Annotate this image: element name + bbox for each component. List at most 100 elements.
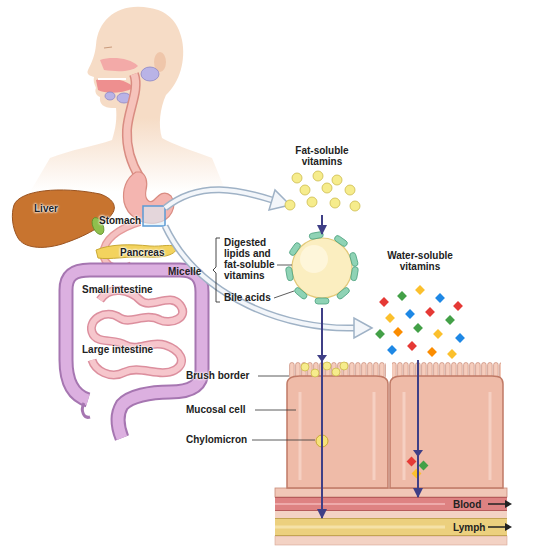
tissue-layer — [275, 488, 507, 545]
absorbed-vitamin — [311, 369, 319, 377]
zoom-arrow — [165, 190, 272, 208]
vitamin-dot — [332, 175, 342, 185]
absorbed-vitamin — [419, 461, 429, 471]
large-intestine — [66, 270, 202, 438]
absorbed-vitamin — [340, 362, 348, 370]
esophagus — [127, 74, 140, 178]
vitamin-dot — [300, 185, 310, 195]
human-body — [104, 47, 112, 48]
zoom-square — [143, 206, 165, 226]
mucosal-cell-shape — [300, 392, 490, 480]
vitamin-cluster: Water-soluble vitamins — [368, 248, 472, 360]
flow-arrow — [505, 523, 512, 531]
vitamin-diamond — [375, 329, 385, 339]
vitamin-diamond — [379, 297, 389, 307]
esophagus — [127, 74, 140, 178]
vitamin-diamond — [433, 329, 443, 339]
vitamin-diamond — [435, 293, 445, 303]
pancreas-organ — [96, 245, 177, 259]
vitamin-diamond — [427, 347, 437, 357]
large-intestine — [66, 270, 202, 438]
bile-acid — [349, 252, 358, 267]
absorbed-vitamin — [301, 362, 428, 478]
leader-line — [274, 265, 294, 298]
flow-connector — [417, 360, 419, 497]
vitamin-diamond — [455, 333, 465, 343]
zoom-arrow — [165, 190, 272, 208]
mucosal-cell-shape — [287, 362, 503, 488]
vitamin-dot — [307, 197, 317, 207]
absorbed-vitamin — [323, 362, 331, 370]
bile-acid — [309, 231, 324, 239]
structure-label: Mucosal cell — [186, 404, 245, 415]
zoom-square — [143, 206, 165, 226]
vitamin-diamond — [407, 341, 417, 351]
vitamin-dot — [313, 171, 323, 181]
pancreas-organ — [96, 245, 177, 259]
vitamin-diamond — [447, 349, 457, 359]
micelle-highlight — [300, 245, 328, 273]
vitamin-dot — [285, 200, 295, 210]
large-intestine — [82, 403, 90, 417]
oral-cavity — [100, 58, 138, 71]
leader-line — [252, 376, 315, 440]
vitamin-diamond — [405, 309, 415, 319]
zoom-arrow — [165, 190, 372, 338]
absorbed-vitamin — [301, 363, 309, 371]
micelle-label: Micelle — [168, 266, 212, 277]
vitamin-diamond — [397, 291, 407, 301]
tissue-layer — [275, 536, 507, 545]
vitamin-dot — [330, 198, 340, 208]
organ-label: Pancreas — [120, 247, 164, 258]
leader-line — [252, 440, 315, 441]
vitamin-diamond — [415, 285, 425, 295]
absorbed-vitamin — [407, 457, 417, 467]
flow-arrowhead — [413, 450, 423, 457]
bile-acid — [315, 298, 329, 304]
vitamin-dot — [292, 173, 302, 183]
micelle-label: Digested lipids and fat-soluble vitamins — [224, 237, 284, 281]
structure-label: Brush border — [186, 370, 249, 381]
vessel-label: Blood — [453, 499, 513, 510]
vitamin-diamond — [413, 323, 423, 333]
leader-line — [258, 376, 289, 377]
tissue-layer — [275, 488, 507, 497]
oral-cavity — [96, 78, 134, 92]
flow-arrow — [505, 500, 512, 508]
bile-acid — [333, 234, 348, 247]
vessel-stripe — [275, 526, 445, 529]
chylomicron-particle — [316, 435, 328, 447]
human-body — [30, 7, 226, 192]
bile-acid — [285, 266, 293, 281]
organ-label: Stomach — [99, 215, 141, 226]
vitamin-diamond — [393, 327, 403, 337]
flow-arrowhead — [317, 355, 327, 362]
tissue-layer — [275, 511, 507, 518]
flow-arrowhead — [317, 355, 423, 457]
small-intestine — [91, 291, 182, 375]
large-intestine — [66, 270, 202, 438]
flow-connector — [321, 308, 323, 518]
leader-line — [255, 410, 296, 411]
vessel-label: Lymph — [453, 522, 513, 533]
vitamin-label: Fat-soluble vitamins — [282, 145, 362, 167]
bracket — [213, 238, 220, 302]
organ-label: Large intestine — [82, 344, 153, 355]
zoom-arrow — [165, 226, 354, 328]
vitamin-dot — [345, 185, 355, 195]
flow-arrow — [488, 526, 506, 528]
flow-arrow — [488, 500, 512, 531]
bile-acid — [288, 242, 301, 257]
vitamin-dot — [322, 183, 332, 193]
vitamin-dot — [350, 201, 360, 211]
micelle-circle: Micelle Digested lipids and fat-soluble v… — [168, 234, 362, 308]
vitamin-diamond — [425, 307, 435, 317]
salivary-gland — [105, 92, 115, 100]
bile-acid — [336, 286, 351, 300]
blood-vessel-band: Blood — [275, 497, 507, 511]
vitamin-cluster: Fat-soluble vitamins — [282, 143, 362, 215]
organ-label: Small intestine — [82, 284, 153, 295]
